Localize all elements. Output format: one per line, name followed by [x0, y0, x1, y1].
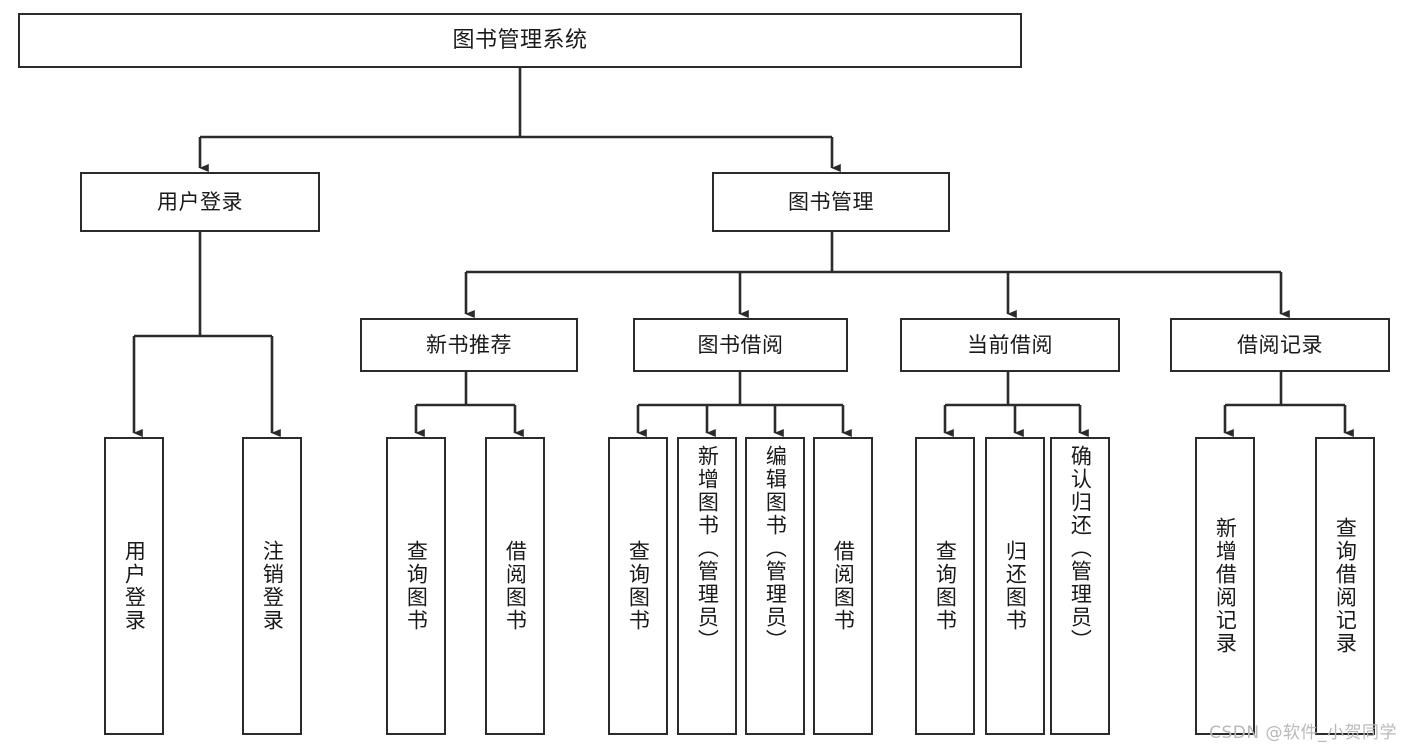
node-leaf-add-book[interactable]: 新增图书（管理员） — [677, 437, 737, 735]
node-label: 借阅图书 — [503, 540, 528, 632]
node-leaf-user-login[interactable]: 用户登录 — [104, 437, 164, 735]
node-leaf-query-book-2[interactable]: 查询图书 — [608, 437, 668, 735]
node-label: 图书管理系统 — [452, 27, 588, 53]
node-label: 归还图书 — [1003, 540, 1028, 632]
node-label: 新书推荐 — [426, 332, 512, 357]
node-user-login[interactable]: 用户登录 — [80, 172, 320, 232]
node-label: 新增图书（管理员） — [695, 445, 720, 652]
node-label: 查询图书 — [404, 540, 429, 632]
node-label: 查询图书 — [626, 540, 651, 632]
node-label: 图书借阅 — [697, 332, 784, 357]
node-label: 借阅记录 — [1237, 332, 1323, 357]
node-leaf-confirm-return[interactable]: 确认归还（管理员） — [1050, 437, 1110, 735]
node-label: 借阅图书 — [831, 540, 856, 632]
node-label: 注销登录 — [260, 540, 285, 632]
node-label: 查询图书 — [933, 540, 958, 632]
node-label: 用户登录 — [122, 540, 147, 632]
node-label: 当前借阅 — [967, 332, 1053, 357]
node-label: 确认归还（管理员） — [1068, 445, 1093, 652]
node-book-borrow[interactable]: 图书借阅 — [633, 318, 848, 372]
node-leaf-query-record[interactable]: 查询借阅记录 — [1315, 437, 1375, 735]
node-leaf-borrow-book-2[interactable]: 借阅图书 — [813, 437, 873, 735]
node-label: 编辑图书（管理员） — [763, 445, 788, 652]
node-label: 查询借阅记录 — [1333, 517, 1358, 655]
csdn-watermark: CSDN @软件_小贺同学 — [1209, 723, 1397, 743]
node-leaf-borrow-book-1[interactable]: 借阅图书 — [485, 437, 545, 735]
node-leaf-query-book-3[interactable]: 查询图书 — [915, 437, 975, 735]
node-root-system[interactable]: 图书管理系统 — [18, 13, 1022, 68]
node-leaf-add-record[interactable]: 新增借阅记录 — [1195, 437, 1255, 735]
node-new-book-recommend[interactable]: 新书推荐 — [360, 318, 578, 372]
node-label: 用户登录 — [157, 189, 243, 214]
node-leaf-query-book-1[interactable]: 查询图书 — [386, 437, 446, 735]
node-label: 图书管理 — [788, 189, 874, 214]
node-leaf-logout-login[interactable]: 注销登录 — [242, 437, 302, 735]
node-leaf-edit-book[interactable]: 编辑图书（管理员） — [745, 437, 805, 735]
node-current-borrow[interactable]: 当前借阅 — [900, 318, 1120, 372]
node-borrow-record[interactable]: 借阅记录 — [1170, 318, 1390, 372]
node-book-manage[interactable]: 图书管理 — [712, 172, 950, 232]
node-leaf-return-book[interactable]: 归还图书 — [985, 437, 1045, 735]
node-label: 新增借阅记录 — [1213, 517, 1238, 655]
